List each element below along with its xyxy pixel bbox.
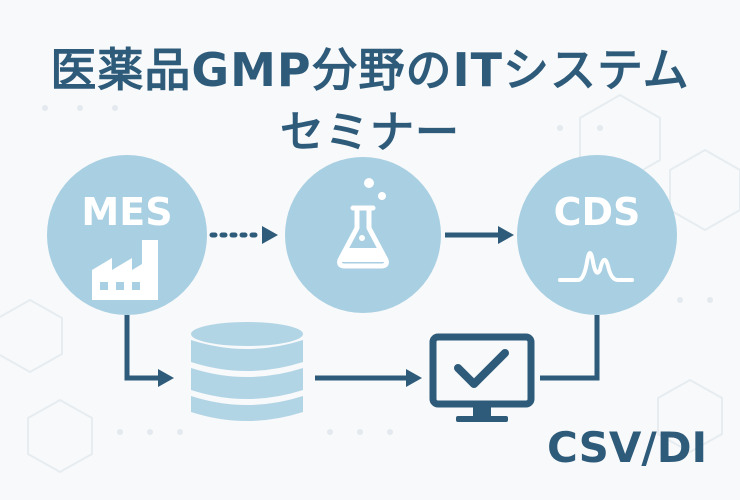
title-line-1: 医薬品GMP分野のITシステム — [50, 43, 690, 97]
flask-icon — [337, 178, 389, 269]
monitor-check-icon — [429, 333, 535, 422]
arrow-database-monitor — [315, 369, 422, 387]
factory-icon — [92, 240, 158, 300]
cds-node — [517, 155, 677, 315]
solid-arrow-lab-cds — [445, 226, 514, 244]
lab-node — [285, 157, 441, 313]
dotted-arrow — [209, 226, 278, 244]
line-cds-monitor — [540, 315, 600, 381]
csv-di-label: CSV/DI — [547, 423, 708, 472]
database-icon — [191, 322, 303, 421]
title-line-2: セミナー — [280, 107, 460, 158]
arrow-mes-database — [124, 315, 174, 387]
chromatogram-icon — [558, 251, 634, 282]
cds-label: CDS — [553, 190, 641, 234]
mes-label: MES — [81, 190, 173, 234]
mes-node — [47, 155, 207, 315]
